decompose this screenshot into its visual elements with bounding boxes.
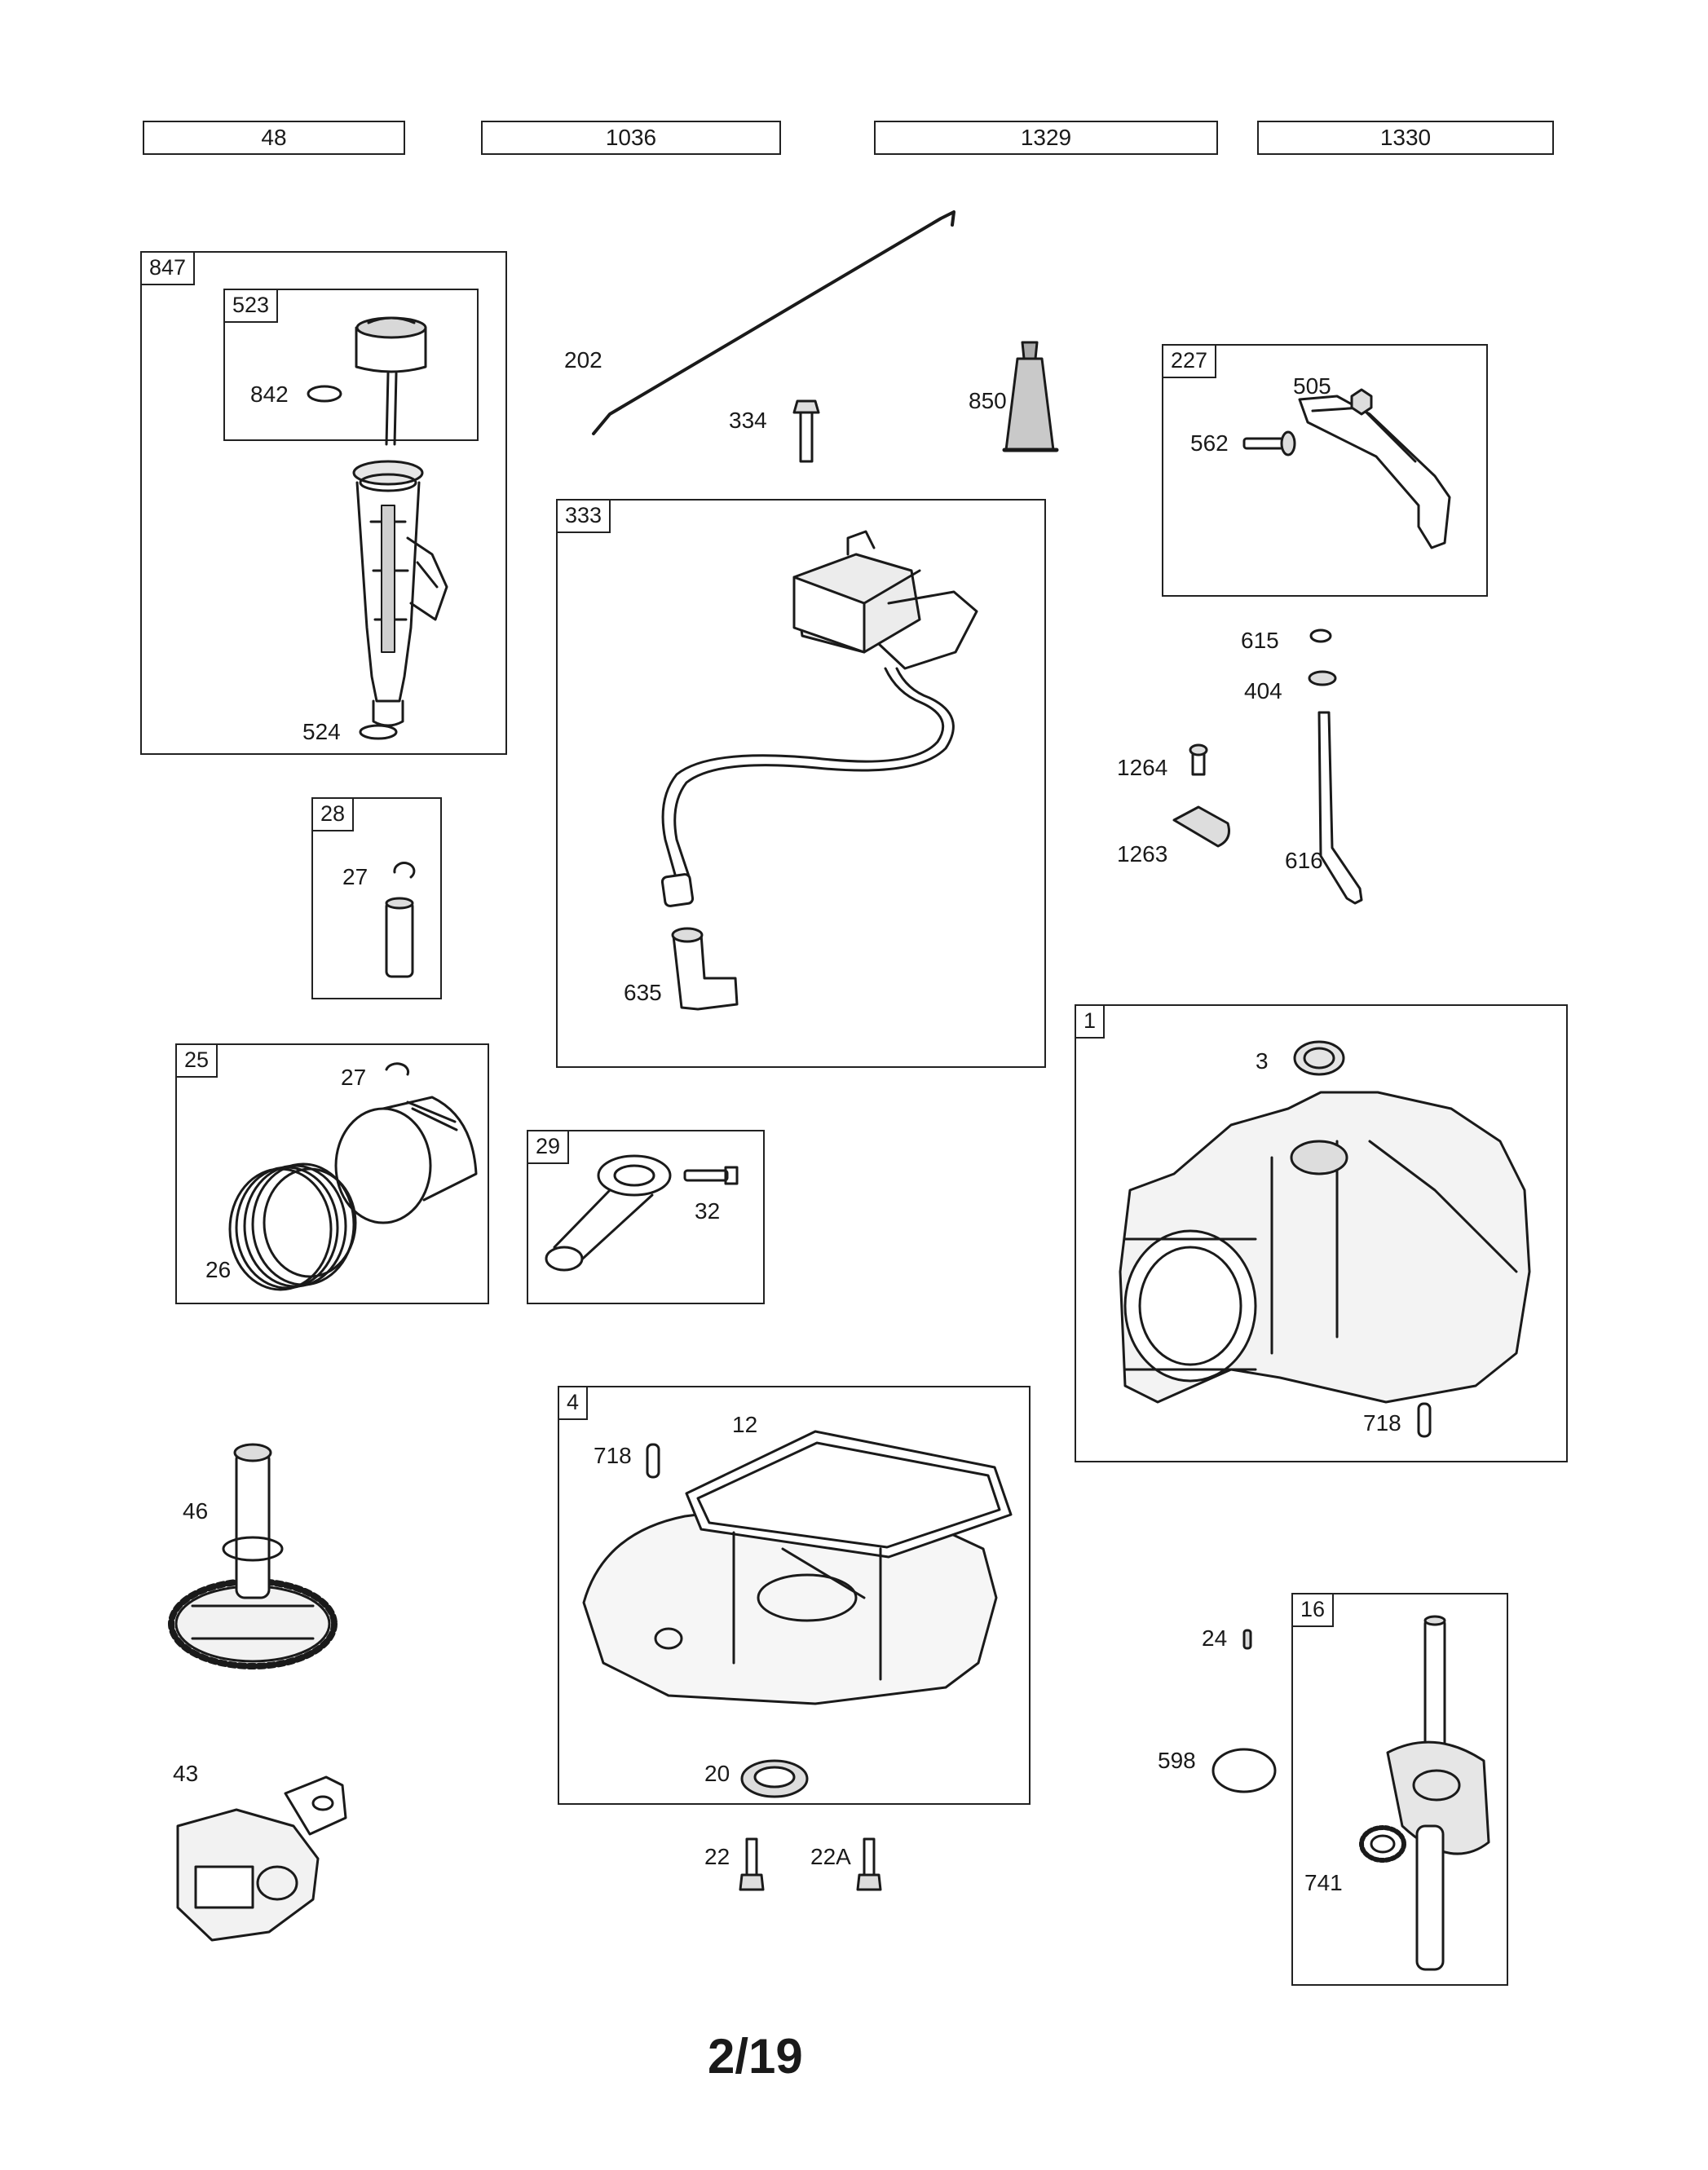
label-1263: 1263 bbox=[1117, 841, 1168, 867]
label-615: 615 bbox=[1241, 628, 1279, 653]
group-tag-16: 16 bbox=[1291, 1593, 1335, 1627]
header-part-48: 48 bbox=[143, 121, 405, 155]
header-part-1036: 1036 bbox=[481, 121, 781, 155]
group-4: 4 bbox=[558, 1386, 1031, 1805]
screw-1264 bbox=[1189, 743, 1208, 776]
governor-link-rod bbox=[592, 210, 956, 435]
group-847: 847 bbox=[140, 251, 507, 755]
bolt-22a bbox=[856, 1837, 882, 1891]
o-ring-842 bbox=[307, 385, 342, 403]
group-523: 523 bbox=[223, 289, 479, 441]
bolt-22 bbox=[739, 1837, 765, 1891]
label-27-piston: 27 bbox=[341, 1065, 367, 1090]
ignition-armature bbox=[660, 530, 978, 907]
dowel-pin-718-sump bbox=[646, 1443, 660, 1479]
page-number: 2/19 bbox=[708, 2029, 803, 2084]
label-20: 20 bbox=[704, 1761, 730, 1786]
label-524: 524 bbox=[302, 719, 341, 744]
label-22a: 22A bbox=[810, 1844, 851, 1869]
camshaft-gear bbox=[168, 1443, 338, 1669]
group-tag-523: 523 bbox=[223, 289, 279, 323]
timing-gear-741 bbox=[1359, 1825, 1406, 1863]
o-ring-524 bbox=[359, 724, 398, 740]
label-404: 404 bbox=[1244, 678, 1282, 703]
group-tag-333: 333 bbox=[556, 499, 611, 533]
label-12: 12 bbox=[732, 1412, 758, 1437]
label-635: 635 bbox=[624, 980, 662, 1005]
label-27-pin: 27 bbox=[342, 864, 369, 889]
group-tag-227: 227 bbox=[1162, 344, 1217, 378]
label-202: 202 bbox=[564, 347, 602, 373]
label-43: 43 bbox=[173, 1761, 199, 1786]
group-16: 16 bbox=[1291, 1593, 1508, 1986]
label-616: 616 bbox=[1285, 848, 1323, 873]
label-32: 32 bbox=[695, 1198, 721, 1224]
group-29: 29 bbox=[527, 1130, 765, 1304]
group-1: 1 bbox=[1075, 1004, 1568, 1462]
plate-1263 bbox=[1172, 805, 1230, 848]
washer-404 bbox=[1308, 670, 1337, 686]
rod-screw-32 bbox=[683, 1166, 739, 1185]
label-718-block: 718 bbox=[1363, 1410, 1401, 1436]
piston-rings bbox=[228, 1162, 357, 1291]
group-tag-25: 25 bbox=[175, 1043, 218, 1078]
header-part-1330: 1330 bbox=[1257, 121, 1554, 155]
bolt-562 bbox=[1242, 430, 1296, 456]
connecting-rod bbox=[545, 1154, 672, 1272]
piston-pin-clip bbox=[393, 862, 416, 879]
group-tag-28: 28 bbox=[311, 797, 355, 831]
key-24 bbox=[1242, 1629, 1252, 1650]
governor-shaft bbox=[1317, 711, 1363, 905]
label-741: 741 bbox=[1304, 1870, 1343, 1895]
piston-clip-27 bbox=[385, 1062, 410, 1076]
group-333: 333 bbox=[556, 499, 1046, 1068]
label-850: 850 bbox=[969, 388, 1007, 413]
label-46: 46 bbox=[183, 1498, 209, 1524]
nut-505 bbox=[1350, 388, 1373, 416]
label-22: 22 bbox=[704, 1844, 730, 1869]
group-28: 28 bbox=[311, 797, 442, 999]
label-24: 24 bbox=[1202, 1625, 1228, 1651]
header-part-1329: 1329 bbox=[874, 121, 1218, 155]
group-tag-1: 1 bbox=[1075, 1004, 1106, 1039]
governor-lever bbox=[1298, 395, 1451, 549]
clip-615 bbox=[1309, 629, 1332, 643]
group-227: 227 bbox=[1162, 344, 1488, 597]
label-718-sump: 718 bbox=[594, 1443, 632, 1468]
label-334: 334 bbox=[729, 408, 767, 433]
group-tag-29: 29 bbox=[527, 1130, 570, 1164]
group-tag-4: 4 bbox=[558, 1386, 589, 1420]
crankshaft bbox=[1386, 1615, 1490, 1971]
cylinder-block bbox=[1119, 1040, 1531, 1404]
crankcase-sump bbox=[582, 1430, 1013, 1705]
label-1264: 1264 bbox=[1117, 755, 1168, 780]
spark-plug-boot bbox=[671, 927, 739, 1011]
label-26: 26 bbox=[205, 1257, 232, 1282]
label-598: 598 bbox=[1158, 1748, 1196, 1773]
label-842: 842 bbox=[250, 382, 289, 407]
dipstick-tube bbox=[352, 460, 448, 727]
group-tag-847: 847 bbox=[140, 251, 196, 285]
seal-ring-598 bbox=[1211, 1748, 1277, 1793]
piston bbox=[334, 1096, 478, 1224]
piston-pin bbox=[385, 897, 414, 978]
governor-assembly bbox=[176, 1775, 347, 1942]
screw-334 bbox=[792, 399, 820, 463]
dowel-pin-718-block bbox=[1417, 1402, 1432, 1438]
dipstick-cap bbox=[355, 316, 427, 446]
label-3: 3 bbox=[1256, 1048, 1269, 1074]
group-25: 25 bbox=[175, 1043, 489, 1304]
oil-seal-20 bbox=[740, 1759, 809, 1798]
label-562: 562 bbox=[1190, 430, 1229, 456]
label-505: 505 bbox=[1293, 373, 1331, 399]
sealant-tube bbox=[1002, 341, 1059, 452]
